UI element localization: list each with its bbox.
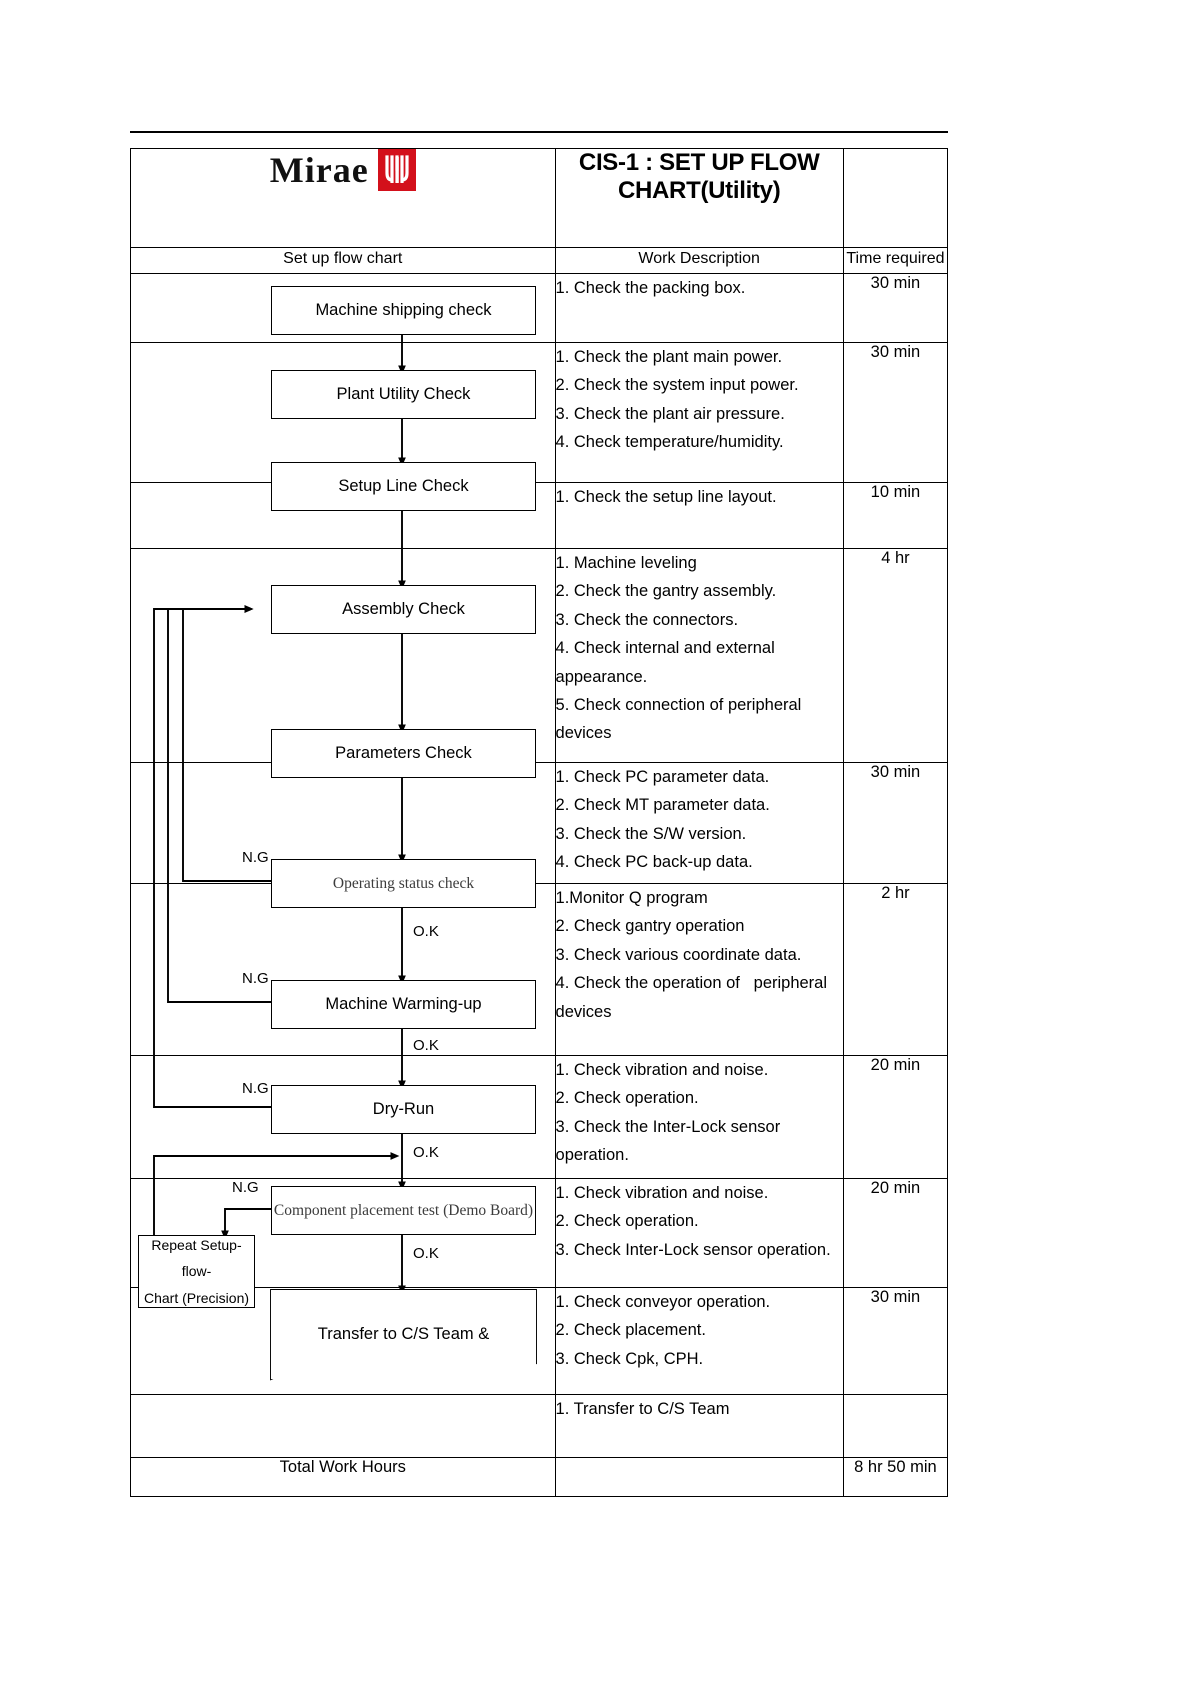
table-row: 1.Monitor Q program 2. Check gantry oper… xyxy=(130,883,949,1056)
table-row: 1. Transfer to C/S Team xyxy=(130,1394,949,1458)
top-rule xyxy=(130,131,948,133)
description-cell-3: 1. Check the setup line layout. xyxy=(554,482,844,549)
time-cell-10 xyxy=(842,1394,949,1458)
total-row: Total Work Hours 8 hr 50 min xyxy=(130,1457,949,1497)
title-row: Mirae CIS-1 : SET UP FLOW CHART(Utility) xyxy=(130,148,949,248)
flow-cell-2 xyxy=(130,342,556,483)
description-cell-10: 1. Transfer to C/S Team xyxy=(554,1394,844,1458)
flow-cell-7 xyxy=(130,1055,556,1179)
table-row: 1. Check vibration and noise. 2. Check o… xyxy=(130,1178,949,1288)
time-cell-6: 2 hr xyxy=(842,883,949,1056)
table-row: 1. Check PC parameter data. 2. Check MT … xyxy=(130,762,949,884)
table-row: 1. Check the packing box. 30 min xyxy=(130,273,949,343)
logo-cell: Mirae xyxy=(130,148,556,248)
column-header-flow: Set up flow chart xyxy=(130,247,556,274)
time-cell-5: 30 min xyxy=(842,762,949,884)
description-cell-1: 1. Check the packing box. xyxy=(554,273,844,343)
description-cell-8: 1. Check vibration and noise. 2. Check o… xyxy=(554,1178,844,1288)
title-row-spacer xyxy=(842,148,949,248)
document-title-cell: CIS-1 : SET UP FLOW CHART(Utility) xyxy=(554,148,844,248)
time-cell-8: 20 min xyxy=(842,1178,949,1288)
column-header-row: Set up flow chart Work Description Time … xyxy=(130,247,949,274)
total-spacer xyxy=(554,1457,844,1497)
column-header-description: Work Description xyxy=(554,247,844,274)
total-value: 8 hr 50 min xyxy=(842,1457,949,1497)
flow-cell-9 xyxy=(130,1287,556,1395)
flow-cell-6 xyxy=(130,883,556,1056)
table-row: 1. Check the setup line layout. 10 min xyxy=(130,482,949,549)
description-cell-7: 1. Check vibration and noise. 2. Check o… xyxy=(554,1055,844,1179)
time-cell-1: 30 min xyxy=(842,273,949,343)
description-cell-5: 1. Check PC parameter data. 2. Check MT … xyxy=(554,762,844,884)
flow-cell-4 xyxy=(130,548,556,763)
table-row: 1. Check the plant main power. 2. Check … xyxy=(130,342,949,483)
description-cell-4: 1. Machine leveling 2. Check the gantry … xyxy=(554,548,844,763)
flow-cell-10 xyxy=(130,1394,556,1458)
time-cell-4: 4 hr xyxy=(842,548,949,763)
table-row: 1. Check vibration and noise. 2. Check o… xyxy=(130,1055,949,1179)
flow-cell-3 xyxy=(130,482,556,549)
page-title: CIS-1 : SET UP FLOW CHART(Utility) xyxy=(578,149,820,204)
brand-wordmark: Mirae xyxy=(269,150,369,190)
flow-cell-1 xyxy=(130,273,556,343)
mirae-m-mark-icon xyxy=(377,149,416,191)
table-row: 1. Check conveyor operation. 2. Check pl… xyxy=(130,1287,949,1395)
time-cell-7: 20 min xyxy=(842,1055,949,1179)
time-cell-9: 30 min xyxy=(842,1287,949,1395)
time-cell-2: 30 min xyxy=(842,342,949,483)
total-label: Total Work Hours xyxy=(130,1457,556,1497)
flow-cell-8 xyxy=(130,1178,556,1288)
description-cell-6: 1.Monitor Q program 2. Check gantry oper… xyxy=(554,883,844,1056)
flow-cell-5 xyxy=(130,762,556,884)
column-header-time: Time required xyxy=(842,247,949,274)
setup-flow-chart-table: Mirae CIS-1 : SET UP FLOW CHART(Utility) xyxy=(130,148,949,1497)
time-cell-3: 10 min xyxy=(842,482,949,549)
description-cell-2: 1. Check the plant main power. 2. Check … xyxy=(554,342,844,483)
table-row: 1. Machine leveling 2. Check the gantry … xyxy=(130,548,949,763)
description-cell-9: 1. Check conveyor operation. 2. Check pl… xyxy=(554,1287,844,1395)
